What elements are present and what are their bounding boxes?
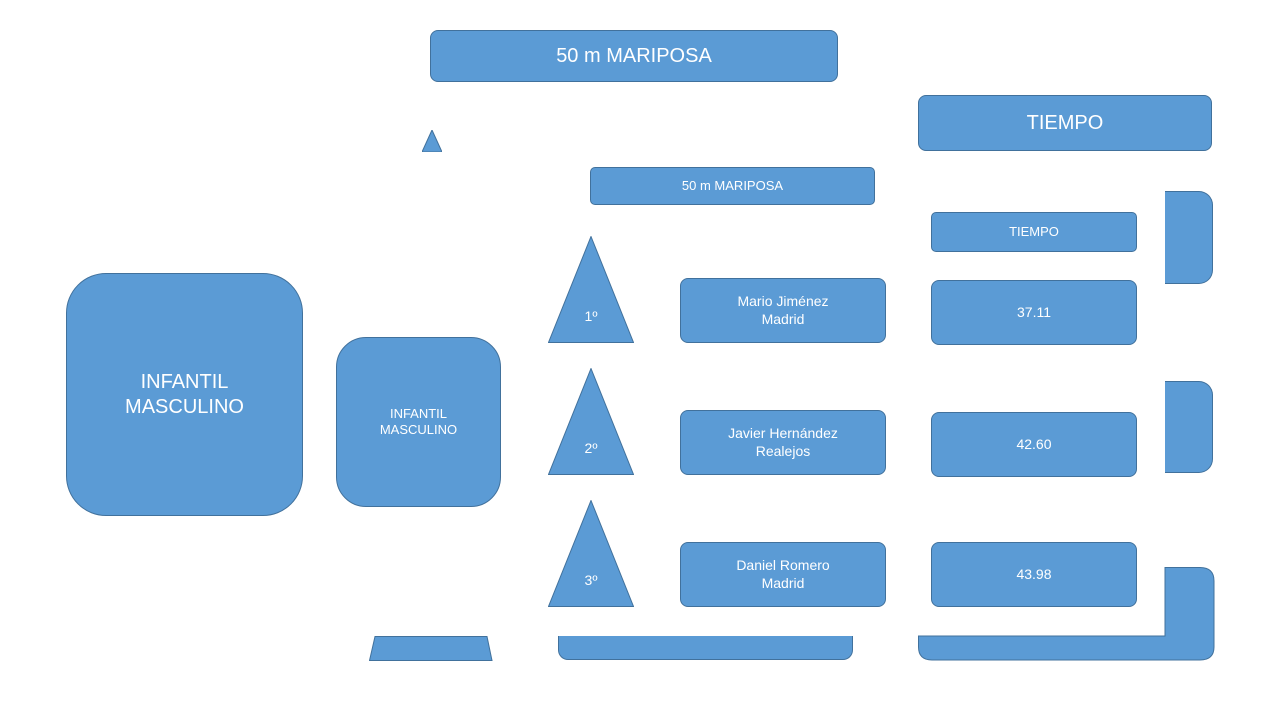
- swimmer-name-2-text: Javier Hernández Realejos: [728, 425, 838, 459]
- category-small-text: INFANTIL MASCULINO: [379, 405, 458, 437]
- category-box-small: INFANTIL MASCULINO: [336, 337, 501, 507]
- time-value-1-text: 37.11: [1017, 304, 1051, 320]
- title-banner-large: 50 m MARIPOSA: [430, 30, 838, 82]
- time-value-1: 37.11: [931, 280, 1137, 345]
- bottom-trapezoid: [369, 636, 493, 661]
- triangle-small-top: [422, 130, 442, 152]
- podium-triangle-2: 2º: [548, 368, 634, 475]
- title-small-text: 50 m MARIPOSA: [681, 177, 784, 193]
- time-value-2: 42.60: [931, 412, 1137, 477]
- podium-triangle-3: 3º: [548, 500, 634, 607]
- time-header-small-text: TIEMPO: [1009, 223, 1059, 239]
- position-label-1: 1º: [584, 308, 598, 324]
- swimmer-name-2: Javier Hernández Realejos: [680, 410, 886, 475]
- category-box-large: INFANTIL MASCULINO: [66, 273, 303, 516]
- bottom-bar: [558, 636, 853, 660]
- time-value-3: 43.98: [931, 542, 1137, 607]
- time-value-2-text: 42.60: [1016, 436, 1052, 452]
- title-banner-small: 50 m MARIPOSA: [590, 167, 875, 205]
- right-l-shape-bottom: [918, 567, 1215, 661]
- swimmer-name-1: Mario Jiménez Madrid: [680, 278, 886, 343]
- time-header-large: TIEMPO: [918, 95, 1212, 151]
- right-tab-top: [1165, 191, 1213, 284]
- title-large-text: 50 m MARIPOSA: [556, 44, 712, 67]
- category-large-text: INFANTIL MASCULINO: [125, 370, 244, 418]
- time-header-large-text: TIEMPO: [1026, 111, 1104, 134]
- position-label-3: 3º: [584, 572, 598, 588]
- swimmer-name-3: Daniel Romero Madrid: [680, 542, 886, 607]
- right-tab-middle: [1165, 381, 1213, 473]
- podium-triangle-1: 1º: [548, 236, 634, 343]
- time-value-3-text: 43.98: [1016, 566, 1052, 582]
- time-header-small: TIEMPO: [931, 212, 1137, 252]
- swimmer-name-1-text: Mario Jiménez Madrid: [737, 293, 829, 327]
- swimmer-name-3-text: Daniel Romero Madrid: [736, 557, 830, 591]
- position-label-2: 2º: [584, 440, 598, 456]
